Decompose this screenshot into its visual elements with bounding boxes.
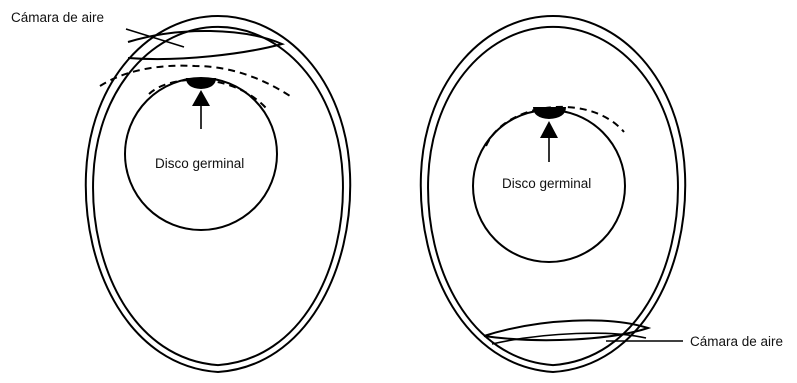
left-air-cell-label: Cámara de aire [11, 10, 104, 25]
right-egg-shell-outer [421, 16, 685, 372]
left-egg-shell-inner [93, 27, 343, 365]
right-germinal-disc [533, 107, 566, 119]
left-egg: Cámara de aire Disco germinal [11, 10, 350, 372]
left-germinal-disc-label: Disco germinal [155, 156, 244, 171]
right-germinal-disc-label: Disco germinal [502, 176, 591, 191]
right-air-cell-label: Cámara de aire [690, 334, 783, 349]
right-arrow-head [540, 121, 558, 138]
right-egg-shell-inner [428, 27, 678, 365]
left-arrow-head [192, 90, 210, 106]
right-egg: Cámara de aire Disco germinal [421, 16, 783, 372]
right-air-cell [484, 320, 648, 340]
left-egg-shell-outer [86, 16, 350, 372]
left-germinal-disc [186, 78, 216, 89]
